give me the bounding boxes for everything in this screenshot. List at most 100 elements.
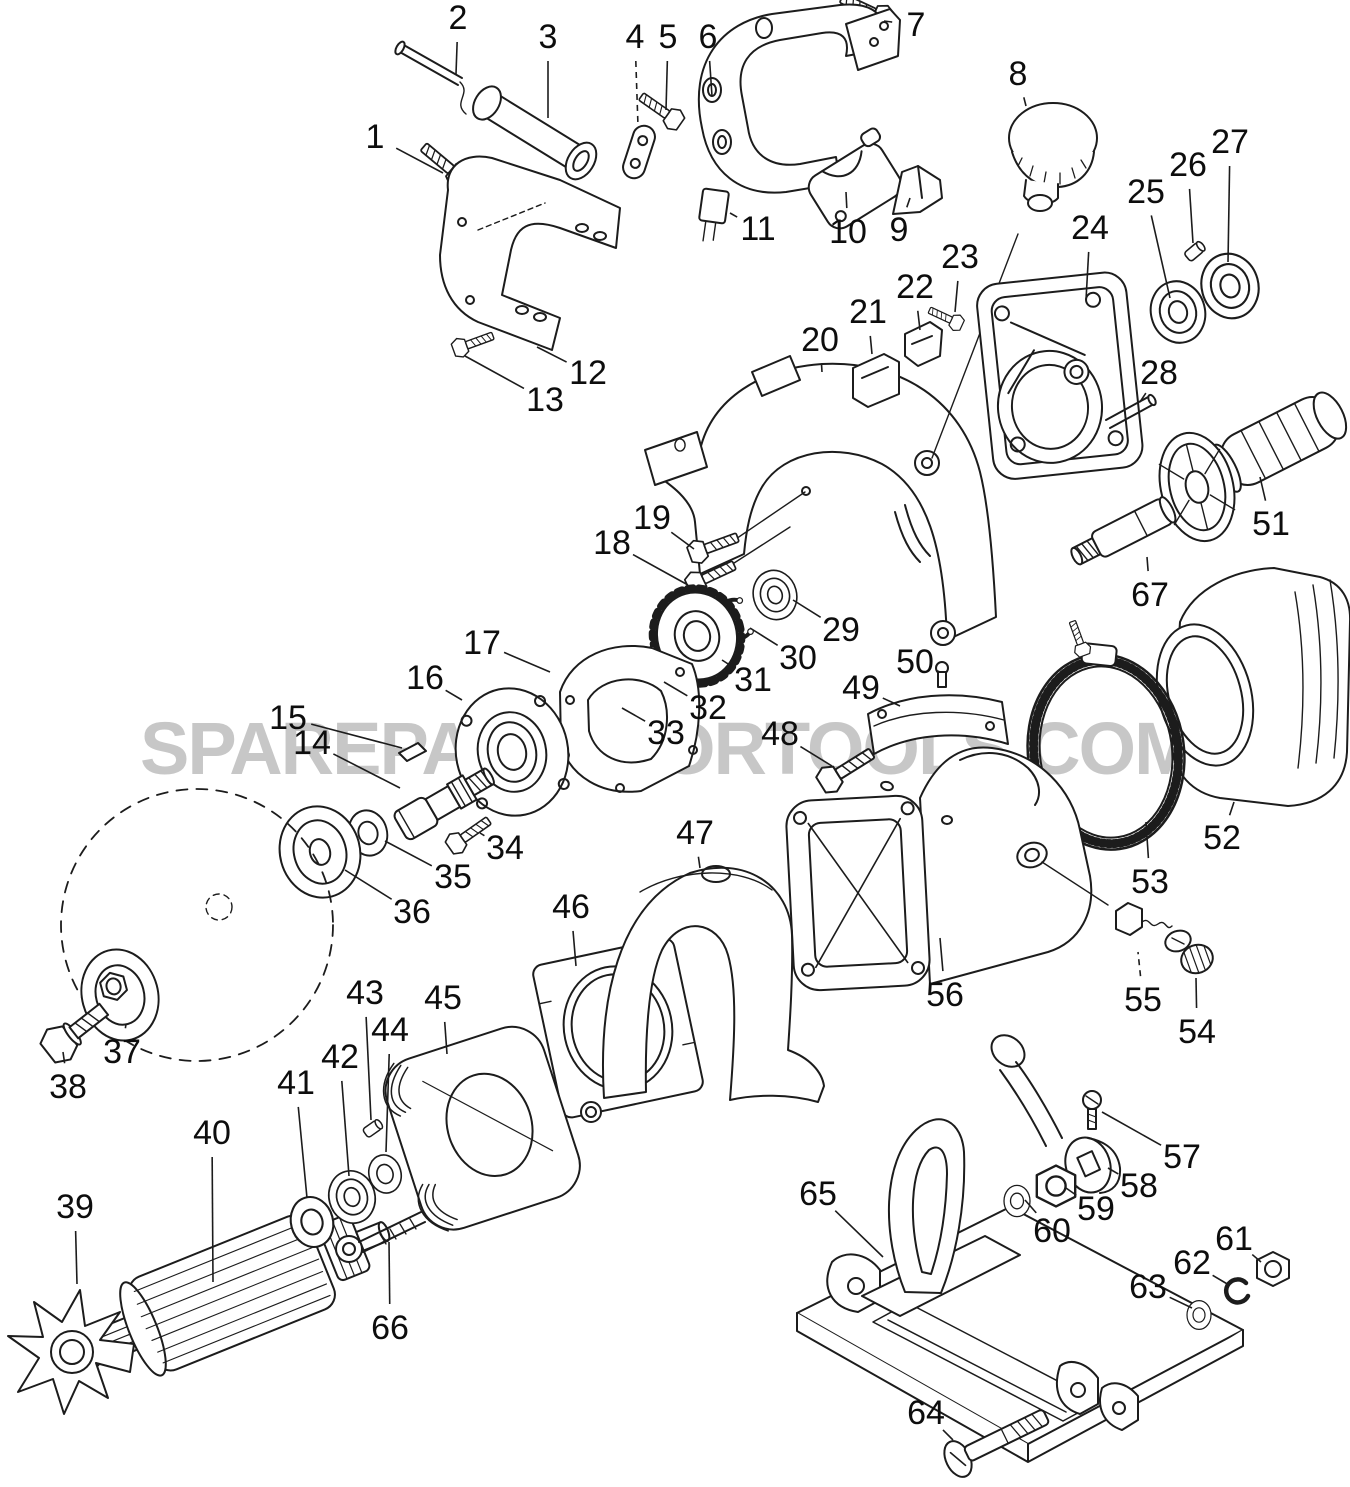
part-number-label: 21	[849, 293, 887, 331]
part-number-label: 13	[526, 381, 564, 419]
leader-line	[845, 191, 848, 209]
part-number-label: 65	[799, 1175, 837, 1213]
leader-line	[632, 553, 689, 586]
leader-line	[800, 745, 833, 767]
leader-line	[297, 1106, 308, 1199]
leader-line	[883, 20, 893, 23]
leader-line	[834, 1210, 884, 1258]
leader-line	[455, 41, 458, 75]
leader-line	[341, 1080, 350, 1177]
part-number-label: 54	[1178, 1013, 1216, 1051]
part-number-label: 39	[56, 1188, 94, 1226]
part-number-label: 59	[1077, 1190, 1115, 1228]
leader-line	[1227, 165, 1231, 263]
trigger-switch-drawing	[807, 127, 903, 230]
clamp-plate-drawing	[622, 124, 656, 180]
leader-line	[1259, 476, 1267, 501]
part-number-label: 61	[1215, 1220, 1253, 1258]
part-number-label: 31	[734, 661, 772, 699]
part-number-label: 8	[1008, 55, 1028, 93]
part-number-label: 1	[365, 118, 385, 156]
leader-line	[1139, 392, 1147, 403]
blade-guard-drawing	[644, 233, 1019, 646]
leader-line	[942, 1429, 954, 1441]
leader-line	[663, 681, 688, 697]
leader-line	[388, 1241, 391, 1305]
housing-cover-drawing	[602, 865, 825, 1103]
part-number-label: 11	[740, 210, 776, 248]
screw-66-drawing	[335, 1211, 426, 1263]
part-number-label: 45	[424, 979, 462, 1017]
leader-line	[729, 212, 738, 218]
field-coil-drawing	[382, 1025, 581, 1232]
terminal-block-drawing	[852, 353, 900, 408]
leader-line	[503, 651, 551, 673]
leader-line	[939, 937, 944, 972]
switch-lever-drawing	[892, 165, 943, 215]
leader-line	[311, 723, 403, 749]
leader-line	[1169, 1296, 1193, 1309]
screw-57-drawing	[1082, 1090, 1102, 1130]
leader-line	[211, 1156, 214, 1283]
leader-line	[445, 689, 463, 701]
part-number-label: 24	[1071, 209, 1109, 247]
handle-pipe-drawing	[472, 85, 598, 181]
part-number-label: 50	[896, 643, 934, 681]
part-number-label: 40	[193, 1114, 231, 1152]
leader-line	[1145, 821, 1150, 859]
part-number-label: 10	[829, 213, 867, 251]
part-number-label: 3	[538, 18, 558, 56]
leader-line	[1101, 1111, 1162, 1146]
brush-cap-drawing	[1180, 943, 1214, 975]
leader-line	[1251, 1253, 1262, 1263]
leader-line	[697, 856, 701, 869]
leader-line	[749, 627, 779, 646]
part-number-label: 32	[689, 689, 727, 727]
part-number-label: 12	[569, 354, 607, 392]
capacitor-drawing	[698, 187, 730, 242]
part-number-label: 57	[1163, 1138, 1201, 1176]
part-number-label: 35	[434, 858, 472, 896]
leader-line	[869, 335, 873, 355]
part-number-label: 22	[896, 268, 934, 306]
guide-plate-drawing	[867, 694, 1009, 755]
leader-line	[936, 670, 941, 673]
leader-line	[395, 147, 444, 174]
leader-line	[906, 197, 911, 208]
leader-line	[385, 1053, 391, 1153]
part-number-label: 5	[658, 18, 678, 56]
part-number-label: 37	[103, 1033, 141, 1071]
part-number-label: 15	[269, 699, 307, 737]
lower-bracket-drawing	[439, 155, 621, 351]
bolt-64-drawing	[943, 1409, 1050, 1478]
part-number-label: 42	[321, 1038, 359, 1076]
part-number-label: 30	[779, 639, 817, 677]
part-number-label: 58	[1120, 1167, 1158, 1205]
leader-line	[333, 753, 401, 789]
leader-line	[721, 659, 734, 668]
inner-flange-drawing	[278, 805, 362, 899]
leader-line	[479, 832, 485, 837]
leader-line	[1085, 251, 1090, 301]
leader-line	[820, 363, 823, 373]
leader-line	[665, 60, 669, 111]
leader-line	[124, 1023, 127, 1029]
leader-line	[1146, 556, 1149, 572]
lock-knob-drawing	[1008, 102, 1098, 212]
fan-drawing	[7, 1289, 135, 1415]
motor-housing-drawing	[785, 746, 1109, 992]
part-number-label: 4	[625, 18, 645, 56]
part-number-label: 6	[698, 18, 718, 56]
part-number-label: 33	[647, 714, 685, 752]
part-number-label: 16	[406, 659, 444, 697]
part-number-label: 29	[822, 611, 860, 649]
part-number-label: 36	[393, 893, 431, 931]
part-number-label: 26	[1169, 146, 1207, 184]
brush-holder-drawing	[1115, 902, 1192, 953]
lock-washer-62-drawing	[1223, 1277, 1251, 1305]
part-number-label: 66	[371, 1309, 409, 1347]
part-number-label: 18	[593, 524, 631, 562]
key-drawing	[398, 742, 427, 762]
